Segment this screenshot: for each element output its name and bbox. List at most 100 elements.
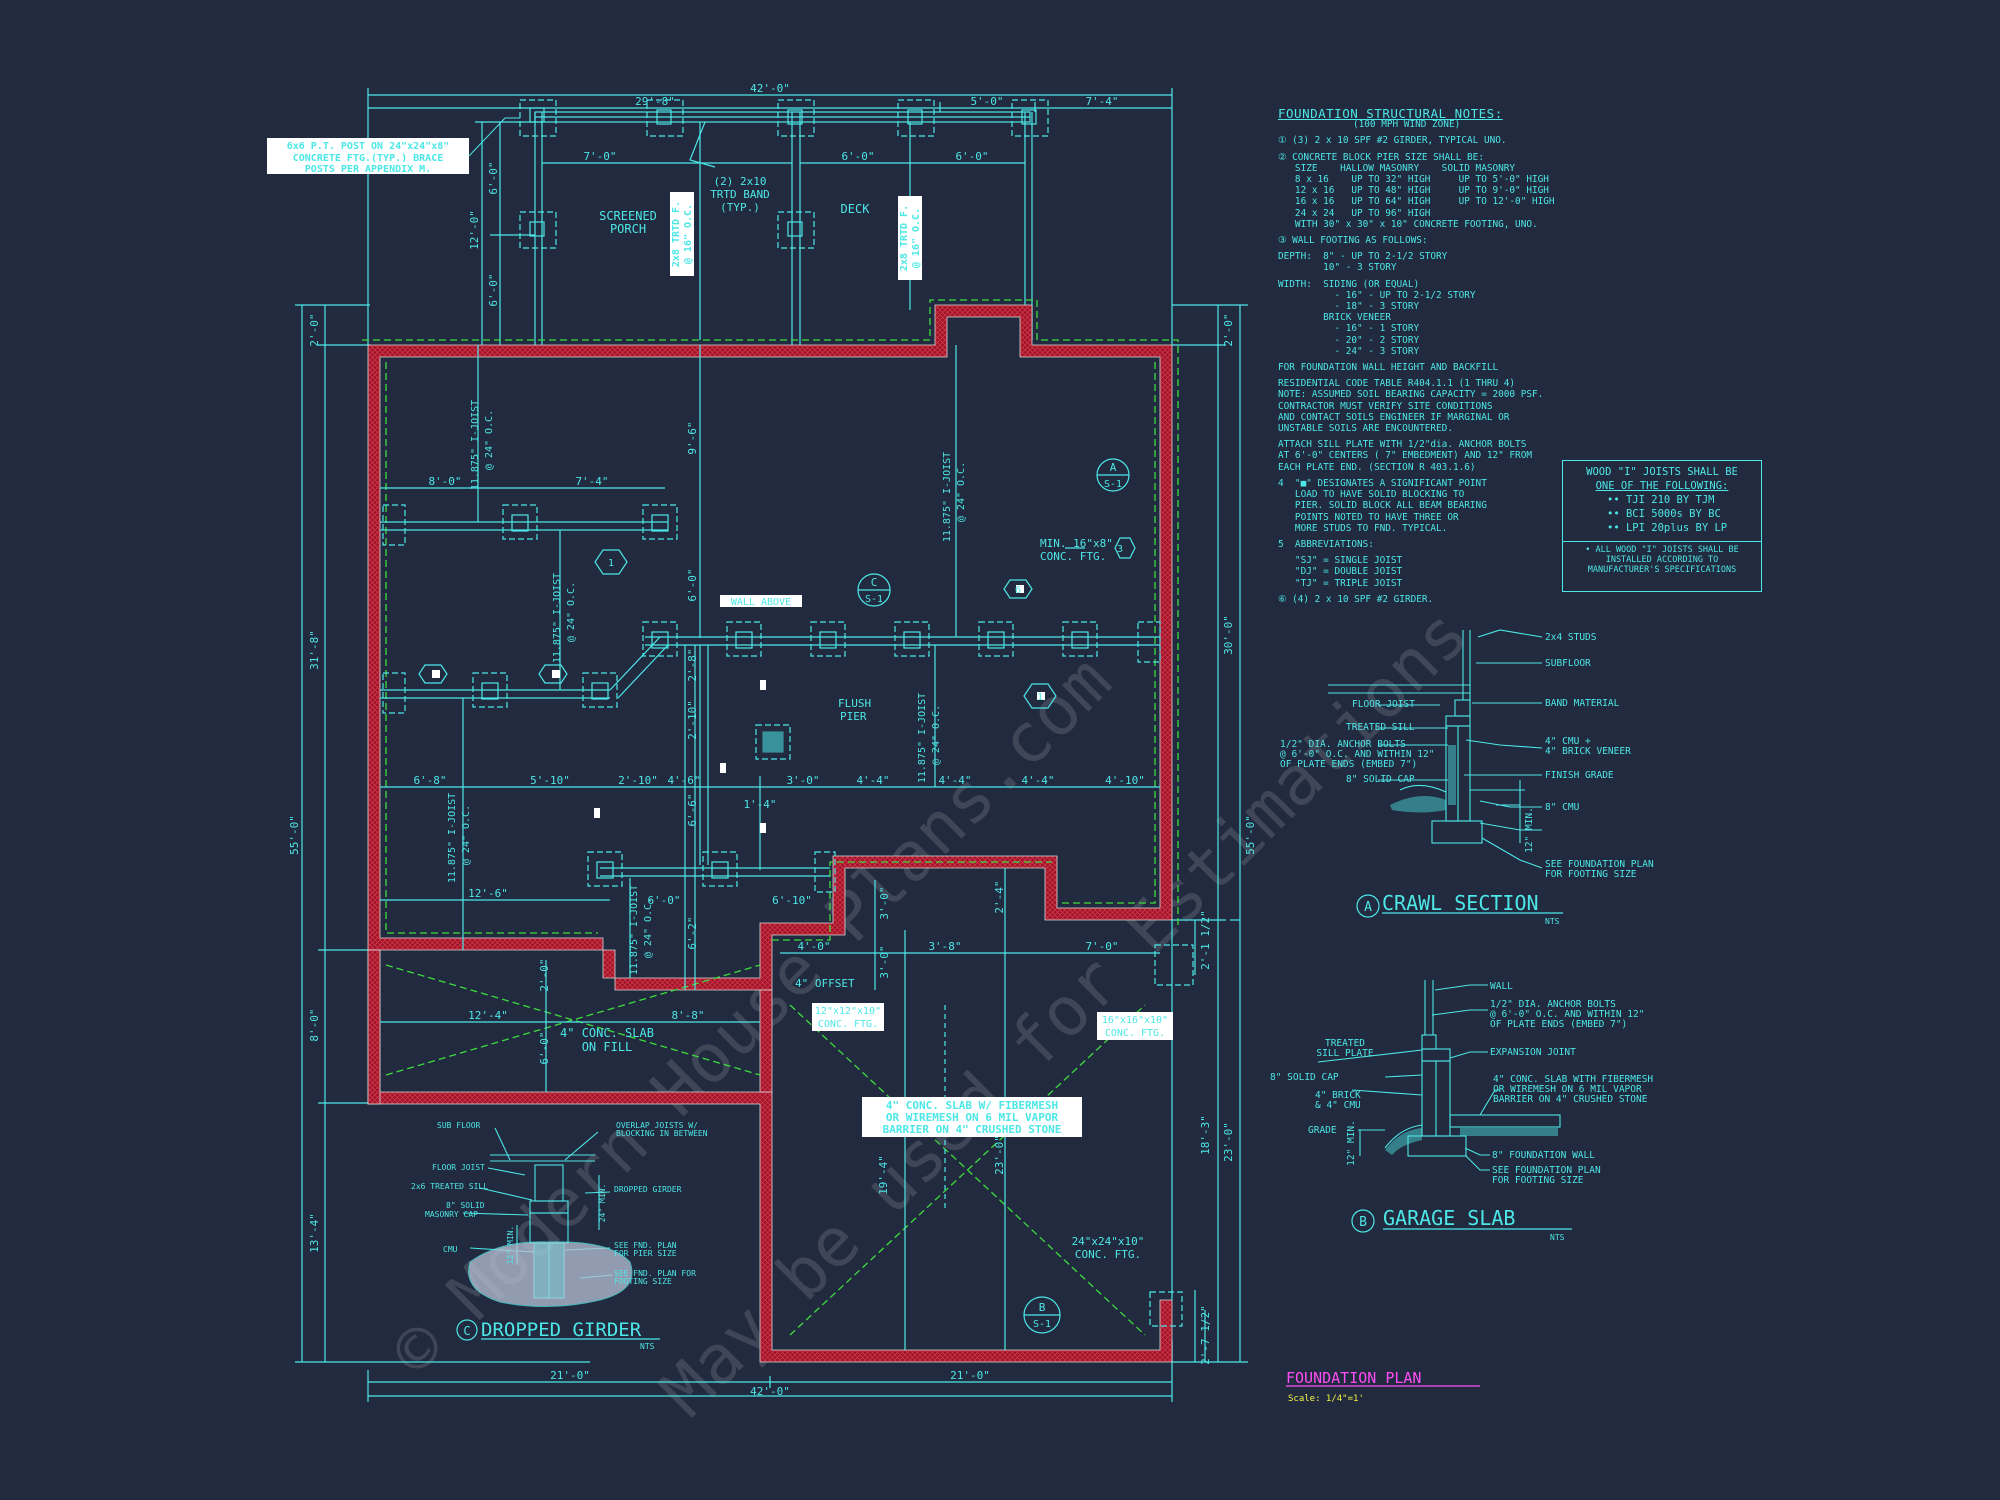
note-3n: AND CONTACT SOILS ENGINEER IF MARGINAL O… xyxy=(1278,411,1510,423)
crawl-min12: 12" MIN. xyxy=(1524,807,1535,853)
girder-min12: 12" MIN. xyxy=(506,1226,515,1265)
ftg-24-2: CONC. FTG. xyxy=(1075,1248,1141,1261)
garage-expansion: EXPANSION JOINT xyxy=(1490,1047,1576,1058)
garage-slab-2: OR WIREMESH ON 6 MIL VAPOR xyxy=(886,1111,1059,1124)
garage-slab-1: 4" CONC. SLAB W/ FIBERMESH xyxy=(886,1099,1058,1112)
note-3c: WIDTH: SIDING (OR EQUAL) xyxy=(1278,278,1420,290)
crawl-solid-cap: 8" SOLID CAP xyxy=(1346,774,1415,785)
dim-7-4: 7'-4" xyxy=(575,475,608,488)
dim-2-10b: 2'-10" xyxy=(686,700,699,740)
crawl-floor-joist: FLOOR JOIST xyxy=(1352,699,1415,710)
dim-4-4c: 4'-4" xyxy=(1021,774,1054,787)
dim-19-4: 19'-4" xyxy=(877,1155,890,1195)
dim-6-2: 6'-2" xyxy=(686,916,699,949)
crawl-letter: A xyxy=(1364,900,1372,915)
dim-1-4: 1'-4" xyxy=(743,798,776,811)
dim-18-3: 18'-3" xyxy=(1199,1115,1212,1155)
note-2e: WITH 30" x 30" x 10" CONCRETE FOOTING, U… xyxy=(1278,218,1538,230)
plan-title: FOUNDATION PLAN xyxy=(1286,1369,1421,1387)
note-4e: MORE STUDS TO FND. TYPICAL. xyxy=(1278,522,1448,534)
note-3k: RESIDENTIAL CODE TABLE R404.1.1 (1 THRU … xyxy=(1278,378,1516,390)
garage-anchor-2: @ 6'-0" O.C. AND WITHIN 12" xyxy=(1490,1009,1644,1020)
wood-box-note-2: INSTALLED ACCORDING TO xyxy=(1605,555,1719,565)
dim-left-top: 2'-0" xyxy=(308,313,321,346)
girder-ftg-2: FOOTING SIZE xyxy=(614,1277,672,1286)
garage-slab-3: BARRIER ON 4" CRUSHED STONE xyxy=(1493,1094,1648,1105)
girder-overlap-2: BLOCKING IN BETWEEN xyxy=(616,1129,708,1138)
offset: 4" OFFSET xyxy=(795,977,855,990)
tag-a-sheet: S-1 xyxy=(1104,479,1122,490)
dim-left-a: 31'-8" xyxy=(308,630,321,670)
note-tag-1b: 1 xyxy=(1037,692,1043,703)
girders-and-piers xyxy=(380,345,1240,1362)
dim-2-10a: 2'-10" xyxy=(618,774,658,787)
note-2c: 16 x 16 UP TO 64" HIGH UP TO 12'-0" HIGH xyxy=(1278,196,1555,208)
wood-box-opt-3: •• LPI 20plus BY LP xyxy=(1607,522,1728,534)
ftg-24-1: 24"x24"x10" xyxy=(1072,1235,1145,1248)
girder-ftg-1: SEE FND. PLAN FOR xyxy=(614,1269,696,1278)
note-4c: PIER. SOLID BLOCK ALL BEAM BEARING xyxy=(1278,500,1487,512)
notes-subtitle: (100 MPH WIND ZONE) xyxy=(1353,119,1461,131)
garage-nts: NTS xyxy=(1550,1233,1565,1242)
trtd-f1: 2x8 TRTD F. xyxy=(671,201,682,267)
dim-12-4: 12'-4" xyxy=(468,1009,508,1022)
dim-porch-6a: 6'-0" xyxy=(841,150,874,163)
plan-text: 42'-0" 29'-8" 5'-0" 7'-4" 7'-0" 6'-0" 6'… xyxy=(288,82,1257,1398)
note-5b: "DJ" = DOUBLE JOIST xyxy=(1278,566,1403,578)
note-3l: NOTE: ASSUMED SOIL BEARING CAPACITY = 20… xyxy=(1278,389,1544,401)
dim-7-0: 7'-0" xyxy=(1085,940,1118,953)
flush-pier-1: FLUSH xyxy=(838,697,871,710)
conc-ftg-a2: CONC. FTG. xyxy=(818,1019,878,1030)
dim-right-top: 2'-0" xyxy=(1222,313,1235,346)
flush-pier-2: PIER xyxy=(840,710,867,723)
dim-porch-12: 12'-0" xyxy=(468,210,481,250)
girder-solid-2: MASONRY CAP xyxy=(425,1210,478,1219)
dim-2-0: 2'-0" xyxy=(538,958,551,991)
wood-box-opt-1: •• TJI 210 BY TJM xyxy=(1607,494,1715,506)
dim-2-8: 2'-8" xyxy=(686,648,699,681)
dim-6-0: 6'-0" xyxy=(686,568,699,601)
joist-1a: 11.875" I-JOIST xyxy=(470,400,481,490)
note-3j: FOR FOUNDATION WALL HEIGHT AND BACKFILL xyxy=(1278,362,1499,374)
crawl-cmu-2: 4" BRICK VENEER xyxy=(1545,746,1631,757)
crawl-cmu-8: 8" CMU xyxy=(1545,802,1580,813)
trtd-f2: 2x8 TRTD F. xyxy=(899,205,910,271)
tag-c-letter: C xyxy=(871,576,878,589)
dim-top-b: 5'-0" xyxy=(970,95,1003,108)
dim-bottom-overall: 42'-0" xyxy=(750,1385,790,1398)
dim-2-1-2: 2'-1 1/2" xyxy=(1199,910,1212,970)
joist-5a: 11.875" I-JOIST xyxy=(917,693,928,783)
slab-fill-1: 4" CONC. SLAB xyxy=(560,1026,654,1040)
garage-treated-2: SILL PLATE xyxy=(1316,1048,1373,1059)
garage-anchor-1: 1/2" DIA. ANCHOR BOLTS xyxy=(1490,999,1616,1010)
dim-right-overall: 55'-0" xyxy=(1244,815,1257,855)
garage-min12: 12" MIN. xyxy=(1346,1120,1357,1166)
dim-right-b: 23'-0" xyxy=(1222,1122,1235,1162)
crawl-band: BAND MATERIAL xyxy=(1545,698,1620,709)
dim-right-a: 30'-0" xyxy=(1222,615,1235,655)
garage-fnd-wall: 8" FOUNDATION WALL xyxy=(1492,1150,1595,1161)
girder-sub-floor: SUB FLOOR xyxy=(437,1121,481,1130)
dim-23-0: 23'-0" xyxy=(993,1135,1006,1175)
crawl-see-fnd-1: SEE FOUNDATION PLAN xyxy=(1545,859,1654,870)
girder-letter: C xyxy=(463,1324,470,1338)
note-2d: 24 x 24 UP TO 96" HIGH xyxy=(1278,207,1431,219)
note-3e: - 18" - 3 STORY xyxy=(1278,301,1420,313)
note-3g: - 16" - 1 STORY xyxy=(1278,323,1420,335)
crawl-treated-sill: TREATED SILL xyxy=(1346,722,1415,733)
girder-nts: NTS xyxy=(640,1342,655,1351)
garage-treated-1: TREATED xyxy=(1325,1038,1365,1049)
note-2h: SIZE HALLOW MASONRY SOLID MASONRY xyxy=(1278,162,1516,174)
note-3a: DEPTH: 8" - UP TO 2-1/2 STORY xyxy=(1278,251,1448,263)
girder-cmu: CMU xyxy=(443,1245,458,1254)
girder-solid-1: 8" SOLID xyxy=(446,1201,485,1210)
crawl-cmu-1: 4" CMU + xyxy=(1545,736,1591,747)
dim-bottom-a: 21'-0" xyxy=(550,1369,590,1382)
girder-title: DROPPED GIRDER xyxy=(481,1319,642,1341)
joist-5b: @ 24" O.C. xyxy=(931,705,942,765)
label-trtd-band-3: (TYP.) xyxy=(720,201,760,214)
note-3b: 10" - 3 STORY xyxy=(1278,262,1397,274)
girder-overlap-1: OVERLAP JOISTS W/ xyxy=(616,1121,698,1130)
tag-a-letter: A xyxy=(1110,461,1117,474)
